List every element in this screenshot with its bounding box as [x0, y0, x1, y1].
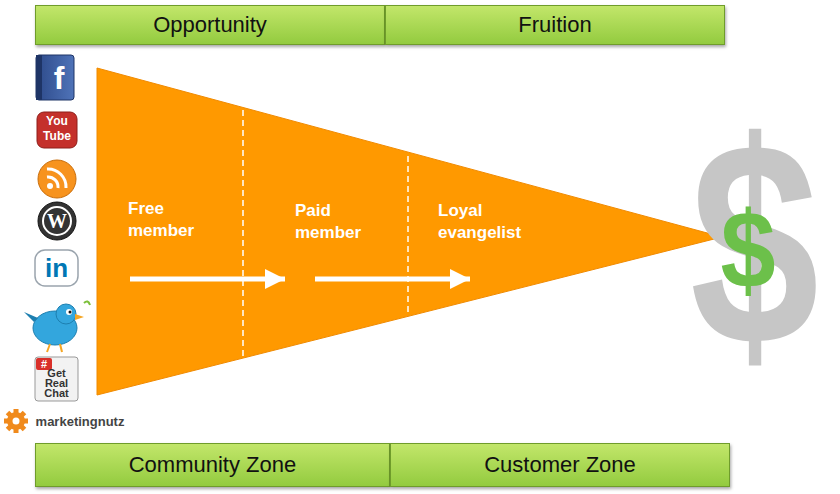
phase-bar: Fruition: [385, 5, 725, 45]
stage-divider: [242, 110, 244, 356]
funnel-stage: Loyal evangelist: [438, 200, 550, 279]
icon-letter: in: [35, 251, 78, 285]
bar-label: Customer Zone: [484, 452, 636, 478]
brand-name: marketingnutz: [28, 413, 132, 431]
youtube-icon: [37, 112, 77, 148]
linkedin-icon: [35, 250, 78, 286]
rss-wave: [47, 169, 66, 188]
phase-bar: Opportunity: [35, 5, 385, 45]
stage-label: Free member: [128, 198, 220, 242]
rss-wave: [47, 177, 58, 188]
bar-label: Community Zone: [129, 452, 297, 478]
gear-logo: [4, 409, 28, 433]
zone-bar: Customer Zone: [390, 443, 730, 487]
icon-letter: f: [44, 58, 74, 98]
stage-label: Paid member: [295, 200, 392, 244]
bar-label: Fruition: [518, 12, 591, 38]
rss-icon: [38, 160, 76, 198]
icon-text: Tube: [37, 129, 77, 144]
stage-divider: [407, 156, 409, 314]
icon-letter: W: [37, 207, 77, 235]
getrealchat-icon: [35, 357, 78, 401]
facebook-icon: [36, 55, 74, 100]
funnel-triangle: [97, 68, 722, 395]
wordpress-icon: [38, 202, 76, 240]
icon-text: Chat: [35, 388, 78, 399]
icon-text: You: [37, 114, 77, 129]
book-spine: [36, 55, 42, 100]
twitter-bird: [24, 301, 90, 352]
flow-arrow: [130, 277, 285, 282]
bar-label: Opportunity: [153, 12, 267, 38]
rss-dot: [47, 183, 53, 189]
stage-label: Loyal evangelist: [438, 200, 550, 244]
dollar-symbol: $: [708, 190, 787, 310]
flow-arrow: [315, 277, 470, 282]
zone-bar: Community Zone: [35, 443, 390, 487]
funnel-stage: Free member: [128, 198, 220, 279]
funnel-stage: Paid member: [285, 200, 392, 279]
